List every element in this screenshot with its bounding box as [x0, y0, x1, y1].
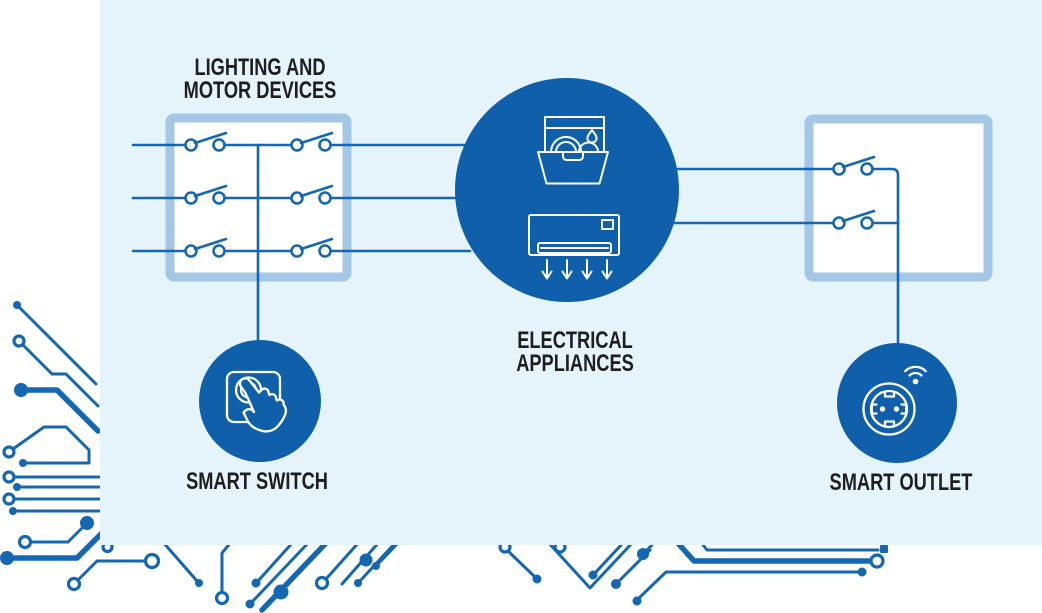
- smart-outlet-circle: [837, 343, 957, 463]
- touch-button-icon: [225, 370, 288, 433]
- label-smart-outlet: SMART OUTLET: [829, 469, 973, 496]
- wires-left: [131, 143, 472, 347]
- switch-symbol: [290, 184, 334, 205]
- switch-symbol: [184, 237, 228, 258]
- switch-symbol: [832, 209, 876, 230]
- circuit-trace-decoration: [0, 301, 888, 613]
- switch-symbol: [832, 155, 876, 176]
- dishwasher-icon: [537, 116, 609, 185]
- wifi-icon: [904, 365, 927, 385]
- switch-symbols: [184, 131, 876, 258]
- label-line: APPLIANCES: [516, 350, 634, 377]
- label-smart-switch: SMART SWITCH: [186, 468, 328, 495]
- label-electrical-appliances: ELECTRICAL APPLIANCES: [425, 327, 725, 377]
- switch-symbol: [184, 131, 228, 152]
- switch-symbol: [290, 131, 334, 152]
- wiring-diagram: [131, 78, 993, 463]
- switch-symbol: [290, 237, 334, 258]
- air-conditioner-icon: [528, 214, 620, 280]
- switch-symbol: [184, 184, 228, 205]
- electrical-appliances-circle: [455, 78, 679, 302]
- label-line: LIGHTING AND: [194, 54, 326, 81]
- wires-right: [666, 167, 900, 352]
- power-outlet-icon: [862, 382, 916, 436]
- label-lighting-motor-devices: LIGHTING AND MOTOR DEVICES: [110, 54, 410, 104]
- label-line: ELECTRICAL: [517, 327, 633, 354]
- pressing-hand-icon: [238, 377, 288, 433]
- label-line: MOTOR DEVICES: [183, 77, 337, 104]
